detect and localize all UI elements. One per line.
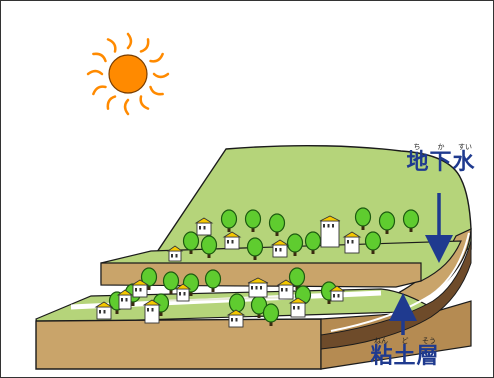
middle-terrace-soil (100, 262, 422, 288)
sun-ray (92, 85, 107, 96)
house-icon (142, 299, 162, 324)
tree-icon (162, 271, 180, 294)
house-icon (130, 279, 150, 298)
tree-icon (204, 269, 222, 292)
ruby-char: ど (401, 337, 409, 345)
ruby-char: か (437, 143, 445, 151)
ruby-char: ねん (374, 337, 388, 345)
ruby-char: すい (458, 143, 472, 151)
tree-icon (182, 273, 200, 296)
clay-layer-text: 粘土層 (370, 344, 440, 369)
tree-icon (402, 209, 420, 232)
sun-ray (126, 32, 133, 50)
sun-ray (149, 52, 164, 63)
tree-icon (200, 235, 218, 258)
sun-ray (123, 98, 130, 116)
sun-ray (106, 95, 117, 110)
house-icon (166, 245, 184, 262)
houses-group (94, 215, 362, 328)
tree-icon (262, 303, 280, 326)
groundwater-text: 地下水 (406, 150, 476, 175)
groundwater-flow-line (330, 232, 470, 332)
ruby-char: ち (413, 143, 421, 151)
sun-ray (106, 38, 117, 53)
tree-icon (304, 231, 322, 254)
house-icon (194, 217, 214, 236)
tree-icon (140, 267, 158, 290)
tree-icon (244, 209, 262, 232)
road (150, 296, 302, 302)
sun-ray (149, 85, 164, 96)
sun-icon (86, 32, 170, 116)
sun-ray (86, 69, 104, 76)
trees-group (108, 207, 420, 326)
house-icon (276, 279, 296, 300)
house-icon (319, 215, 341, 248)
sun-ray (139, 38, 150, 53)
tree-icon (182, 231, 200, 254)
house-icon (270, 239, 290, 258)
house-icon (247, 277, 269, 298)
tree-icon (378, 211, 396, 234)
sun-ray (139, 95, 150, 110)
clay-layer-label: ねん ど そう 粘土層 (363, 338, 447, 368)
tree-icon (268, 213, 286, 236)
house-icon (94, 301, 114, 320)
house-icon (226, 309, 246, 328)
groundwater-label: ち か すい 地下水 (399, 144, 483, 174)
sun-ray (152, 72, 170, 79)
clay-layer-ruby: ねん ど そう (363, 338, 447, 345)
groundwater-ruby: ち か すい (399, 144, 483, 151)
tree-icon (286, 233, 304, 256)
tree-icon (354, 207, 372, 230)
lower-terrace-soil (35, 318, 322, 370)
sun-ray (92, 52, 107, 63)
house-icon (222, 231, 242, 250)
house-icon (116, 289, 134, 310)
ruby-char: そう (422, 337, 436, 345)
house-icon (328, 285, 346, 302)
house-icon (288, 297, 308, 318)
tree-icon (288, 267, 306, 290)
tree-icon (220, 209, 238, 232)
house-icon (174, 283, 192, 302)
tree-icon (246, 237, 264, 260)
house-icon (342, 231, 362, 254)
tree-icon (364, 231, 382, 254)
